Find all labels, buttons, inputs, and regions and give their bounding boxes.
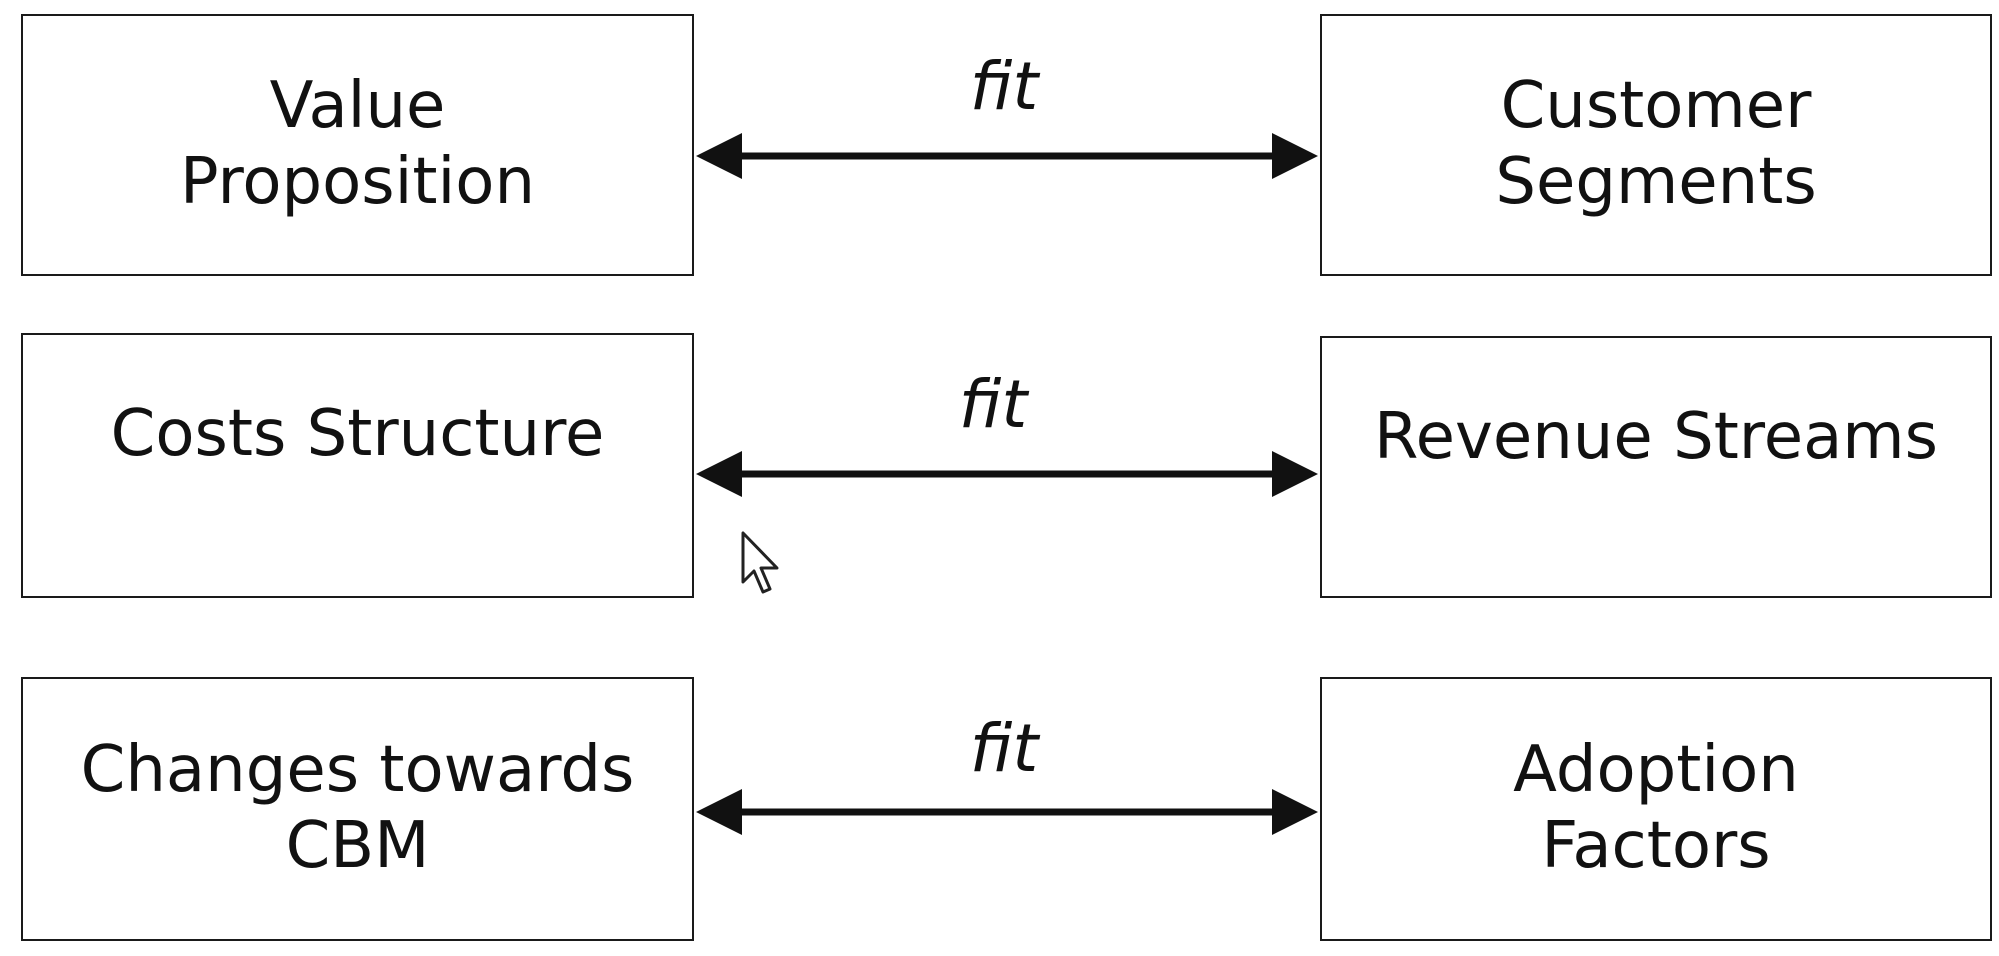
fit-label-row-2: fit	[958, 366, 1028, 443]
fit-arrow-row-2	[696, 451, 1318, 497]
changes-towards-cbm-label: Changes towards CBM	[80, 733, 635, 883]
mouse-pointer-icon	[741, 531, 779, 594]
fit-label-row-1: fit	[969, 48, 1039, 125]
fit-arrow-row-1	[696, 133, 1318, 179]
customer-segments-label: Customer Segments	[1495, 69, 1817, 219]
customer-segments-box: Customer Segments	[1320, 14, 1992, 276]
revenue-streams-label: Revenue Streams	[1374, 400, 1938, 474]
costs-structure-box: Costs Structure	[21, 333, 694, 598]
value-proposition-label: Value Proposition	[179, 69, 536, 219]
costs-structure-label: Costs Structure	[110, 397, 605, 471]
adoption-factors-box: Adoption Factors	[1320, 677, 1992, 941]
changes-towards-cbm-box: Changes towards CBM	[21, 677, 694, 941]
fit-arrow-row-3	[696, 789, 1318, 835]
adoption-factors-label: Adoption Factors	[1513, 733, 1799, 883]
value-proposition-box: Value Proposition	[21, 14, 694, 276]
fit-label-row-3: fit	[969, 710, 1039, 787]
revenue-streams-box: Revenue Streams	[1320, 336, 1992, 598]
